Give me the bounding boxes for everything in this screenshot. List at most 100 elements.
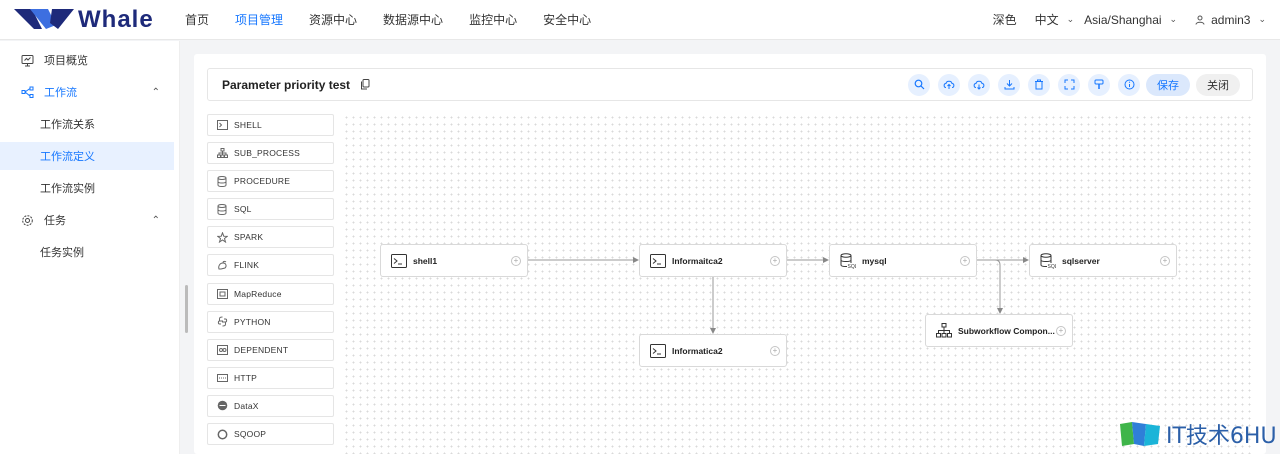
sidebar-item-workflow[interactable]: 工作流 ⌃ xyxy=(0,78,174,106)
palette-item-procedure[interactable]: PROCEDURE xyxy=(207,170,334,193)
sidebar: 项目概览 工作流 ⌃ 工作流关系 工作流定义 工作流实例 任务 ⌃ 任务实例 xyxy=(0,41,180,454)
sidebar-item-task[interactable]: 任务 ⌃ xyxy=(0,206,174,234)
search-icon xyxy=(914,79,924,90)
download-button[interactable] xyxy=(998,73,1020,96)
user-menu[interactable]: admin3 ⌄ xyxy=(1195,13,1266,27)
nav-resource-center[interactable]: 资源中心 xyxy=(309,13,358,27)
add-icon[interactable]: + xyxy=(770,255,780,266)
python-icon xyxy=(216,316,228,328)
add-icon[interactable]: + xyxy=(1056,325,1066,336)
logo[interactable]: Whale xyxy=(0,5,185,35)
sidebar-item-workflow-instance[interactable]: 工作流实例 xyxy=(0,174,174,202)
palette-item-http[interactable]: HTTP xyxy=(207,366,334,389)
dag-canvas[interactable]: shell1 + Informaitca2 + SQL mysql + SQL … xyxy=(343,114,1251,454)
chevron-down-icon: ⌄ xyxy=(1258,14,1266,24)
toolbar-actions: 保存 关闭 xyxy=(900,73,1240,96)
sidebar-item-label: 工作流定义 xyxy=(40,151,95,163)
user-icon xyxy=(1195,15,1205,25)
mapreduce-icon xyxy=(216,288,228,300)
fullscreen-button[interactable] xyxy=(1058,73,1080,96)
timezone-select[interactable]: Asia/Shanghai ⌄ xyxy=(1084,13,1177,27)
info-icon xyxy=(1124,79,1134,90)
language-select[interactable]: 中文 ⌄ xyxy=(1035,11,1075,28)
save-button[interactable]: 保存 xyxy=(1146,73,1190,96)
terminal-icon xyxy=(650,343,666,359)
sidebar-item-label: 工作流关系 xyxy=(40,119,95,131)
palette-item-spark[interactable]: SPARK xyxy=(207,226,334,249)
nav-datasource-center[interactable]: 数据源中心 xyxy=(383,13,444,27)
palette-item-label: DEPENDENT xyxy=(234,344,289,355)
theme-toggle[interactable]: 深色 xyxy=(992,13,1017,27)
download-cloud-button[interactable] xyxy=(968,73,990,96)
node-label: mysql xyxy=(862,255,887,266)
dag-node-informatica2[interactable]: Informatica2 + xyxy=(639,334,787,367)
task-palette: SHELL SUB_PROCESS PROCEDURE SQL SPARK FL… xyxy=(207,114,335,451)
close-button[interactable]: 关闭 xyxy=(1196,73,1240,96)
download-cloud-icon xyxy=(973,80,985,90)
copy-icon[interactable] xyxy=(360,79,372,91)
sidebar-item-workflow-relation[interactable]: 工作流关系 xyxy=(0,110,174,138)
nav-project-management[interactable]: 项目管理 xyxy=(235,13,284,27)
top-bar: Whale 首页 项目管理 资源中心 数据源中心 监控中心 安全中心 深色 中文… xyxy=(0,0,1280,40)
dag-node-mysql[interactable]: SQL mysql + xyxy=(829,244,977,277)
format-button[interactable] xyxy=(1088,73,1110,96)
sidebar-item-label: 任务实例 xyxy=(40,247,84,259)
sqoop-icon xyxy=(216,428,228,440)
palette-item-label: SPARK xyxy=(234,232,264,243)
add-icon[interactable]: + xyxy=(1160,255,1170,266)
sql-database-icon: SQL xyxy=(1040,252,1057,269)
dag-node-informaitca2[interactable]: Informaitca2 + xyxy=(639,244,787,277)
search-button[interactable] xyxy=(908,73,930,96)
node-label: sqlserver xyxy=(1062,255,1100,266)
palette-item-mapreduce[interactable]: MapReduce xyxy=(207,282,334,305)
palette-item-label: SHELL xyxy=(234,120,262,130)
sql-database-icon: SQL xyxy=(840,252,857,269)
add-icon[interactable]: + xyxy=(511,255,521,266)
palette-item-dependent[interactable]: DEPENDENT xyxy=(207,338,334,361)
upload-button[interactable] xyxy=(938,73,960,96)
svg-text:SQL: SQL xyxy=(1048,264,1057,269)
palette-item-shell[interactable]: SHELL xyxy=(207,114,334,136)
sidebar-item-workflow-definition[interactable]: 工作流定义 xyxy=(0,142,174,170)
delete-button[interactable] xyxy=(1028,73,1050,96)
user-name: admin3 xyxy=(1211,12,1251,27)
workflow-toolbar: Parameter priority test xyxy=(207,68,1253,101)
palette-item-sqoop[interactable]: SQOOP xyxy=(207,423,334,446)
palette-item-label: SUB_PROCESS xyxy=(234,148,300,159)
database-icon xyxy=(216,175,228,187)
datax-icon xyxy=(216,400,228,412)
dag-node-subworkflow[interactable]: Subworkflow Compon... + xyxy=(925,314,1073,347)
terminal-icon xyxy=(650,253,666,269)
svg-text:SQL: SQL xyxy=(848,264,857,269)
whale-logo-icon xyxy=(14,8,74,29)
palette-item-sub-process[interactable]: SUB_PROCESS xyxy=(207,142,334,165)
palette-item-label: DataX xyxy=(234,400,259,411)
sitemap-icon xyxy=(936,323,952,339)
add-icon[interactable]: + xyxy=(770,345,780,356)
sidebar-item-task-instance[interactable]: 任务实例 xyxy=(0,238,174,266)
nav-monitor-center[interactable]: 监控中心 xyxy=(469,13,518,27)
palette-item-python[interactable]: PYTHON xyxy=(207,310,334,333)
workflow-editor-card: Parameter priority test xyxy=(194,54,1266,454)
palette-item-flink[interactable]: FLINK xyxy=(207,254,334,277)
squirrel-icon xyxy=(216,259,228,271)
palette-item-label: SQL xyxy=(234,204,252,215)
top-right-controls: 深色 中文 ⌄ Asia/Shanghai ⌄ admin3 ⌄ xyxy=(975,11,1280,28)
chevron-up-icon: ⌃ xyxy=(151,86,160,98)
info-button[interactable] xyxy=(1118,73,1140,96)
logo-text: Whale xyxy=(78,5,154,33)
add-icon[interactable]: + xyxy=(960,255,970,266)
main-nav: 首页 项目管理 资源中心 数据源中心 监控中心 安全中心 xyxy=(185,11,617,28)
palette-item-sql[interactable]: SQL xyxy=(207,198,334,221)
sidebar-item-project-overview[interactable]: 项目概览 xyxy=(0,46,174,74)
watermark: IT技术6HU xyxy=(1118,418,1277,450)
upload-cloud-icon xyxy=(943,80,955,89)
dag-node-sqlserver[interactable]: SQL sqlserver + xyxy=(1029,244,1177,277)
palette-item-datax[interactable]: DataX xyxy=(207,394,334,417)
sidebar-scrollbar[interactable] xyxy=(185,285,188,333)
dag-edges xyxy=(527,257,1029,334)
nav-security-center[interactable]: 安全中心 xyxy=(543,13,592,27)
nav-home[interactable]: 首页 xyxy=(185,13,210,27)
workflow-title: Parameter priority test xyxy=(222,77,351,92)
dag-node-shell1[interactable]: shell1 + xyxy=(380,244,528,277)
